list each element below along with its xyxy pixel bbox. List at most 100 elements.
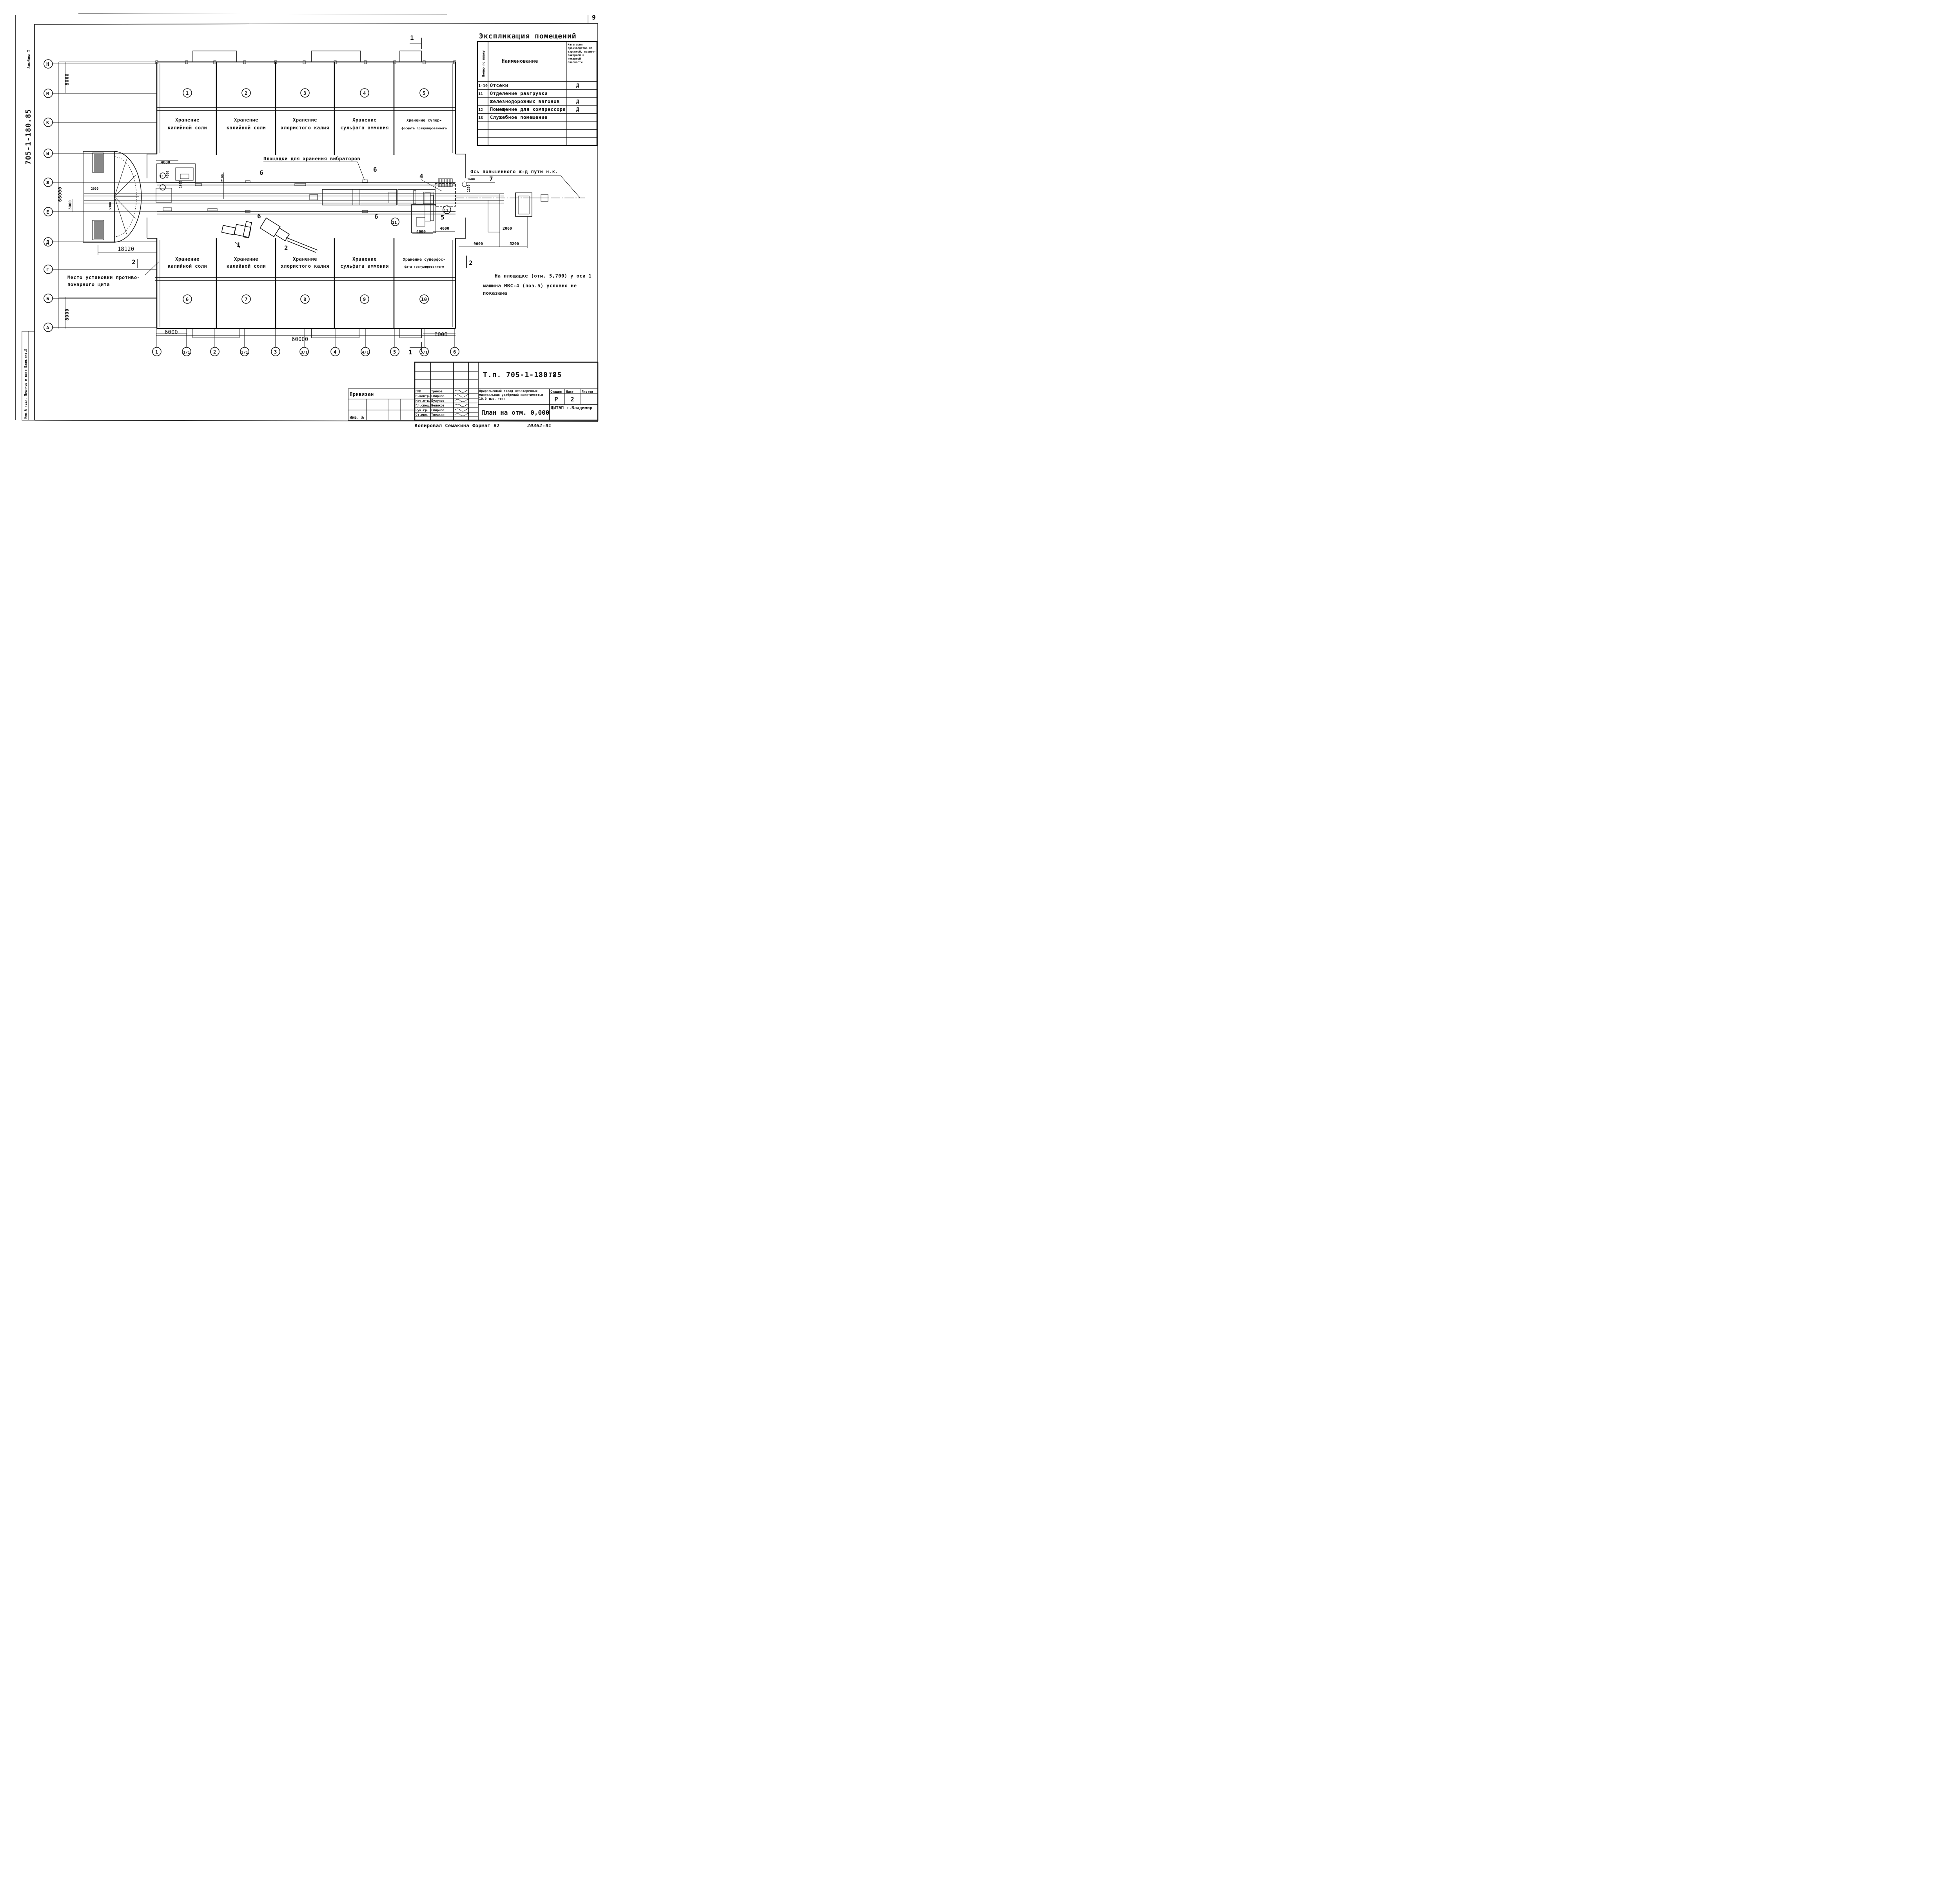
axis-bubble-row <box>44 149 53 158</box>
axis-row-label: Б <box>46 296 49 301</box>
tb-name: Трынов <box>431 390 443 393</box>
tb-signature <box>454 413 469 416</box>
explication-row-name: Помещение для компрессора <box>490 107 566 112</box>
tb-name: Трецкая <box>431 413 445 417</box>
dim-3000: 3000 <box>68 200 73 210</box>
note-line-2: машина МВС-4 (поз.5) условно не <box>483 283 577 289</box>
dim-8000-top: 8000 <box>64 73 70 85</box>
dim-60000: 60000 <box>292 336 308 343</box>
room-number: 8 <box>303 297 307 302</box>
room-number-circle <box>419 88 429 98</box>
axis-row-label: Е <box>46 209 49 215</box>
dim-18120: 18120 <box>118 246 134 252</box>
room-number: 10 <box>421 297 427 302</box>
drawing-sheet: 9 Альбом I 705-1-180.85 Инв.№ подл. Подп… <box>15 13 599 428</box>
tb-inv: Инв. № <box>350 416 364 420</box>
axis-bubble-col <box>299 347 309 356</box>
axis-col-label: 4 <box>334 349 337 355</box>
dim-5300: 5300 <box>109 202 112 210</box>
room-number-circle <box>183 88 192 98</box>
axis-row-label: К <box>46 120 49 125</box>
section-mark-1-bottom: 1 <box>408 348 412 356</box>
tb-code: 20362-01 <box>527 423 552 428</box>
room-number-circle <box>241 294 251 304</box>
room-number-circle <box>241 88 251 98</box>
axis-row-label: Ж <box>46 180 49 185</box>
tb-name: Бузунов <box>431 399 445 403</box>
pos-6-label-a: 6 <box>260 169 263 176</box>
tb-name: Смирнов <box>431 394 445 398</box>
room-label-line-1: Хранение <box>293 256 317 262</box>
pos-6-label-c: 6 <box>374 213 378 220</box>
room-label-line-2: калийной соли <box>168 263 207 269</box>
room-12-label: 12 <box>444 209 448 213</box>
building-plan <box>83 38 585 352</box>
room-label-line-1: Хранение суперфос- <box>403 257 445 262</box>
room-number: 9 <box>363 297 366 302</box>
tb-role: Ст.инж. <box>416 413 429 417</box>
room-number: 1 <box>186 91 189 96</box>
pos-4-label: 4 <box>419 172 423 180</box>
explication-row-name: Служебное помещение <box>490 115 548 120</box>
axis-bubble-col <box>330 347 340 356</box>
sheet-number: 9 <box>592 14 596 21</box>
axis-bubble-row <box>44 323 53 332</box>
room-label-line-1: Хранение <box>234 117 258 123</box>
room-label-line-2: сульфата аммония <box>340 125 389 131</box>
explication-row-no: 1-10 <box>478 84 488 88</box>
axis-bubble-col <box>271 347 280 356</box>
axis-row-label: М <box>46 91 49 96</box>
vibrator-platforms-label: Площадки для хранения вибраторов <box>263 156 360 161</box>
axis-row-label: Н <box>46 62 49 67</box>
room-label-line-2: хлористого калия <box>281 263 329 269</box>
axis-col-label: 6 <box>453 349 456 355</box>
tb-role: Гл.спец. <box>416 404 431 407</box>
dim-9000: 9000 <box>474 242 483 246</box>
room-number: 4 <box>363 91 366 96</box>
explication-row-cat: Д <box>576 99 579 104</box>
axis-bubble-col <box>390 347 399 356</box>
room-label-line-2: калийной соли <box>227 263 266 269</box>
tb-name: Смирнов <box>431 408 445 412</box>
axis-bubble-row <box>44 294 53 303</box>
room-label-line-1: Хранение супер- <box>407 118 442 123</box>
axis-col-label: 5/1 <box>421 350 428 355</box>
axis-col-label: 2 <box>213 349 216 355</box>
explication-row-name: Отделение разгрузки <box>490 91 548 96</box>
room-number: 2 <box>245 91 248 96</box>
tb-format: Формат А2 <box>472 423 500 428</box>
vehicle-1 <box>221 221 252 238</box>
tb-role: ГИП <box>416 390 421 393</box>
doc-code-side: 705-1-180.85 <box>24 109 33 165</box>
dim-4000-c: 4000 <box>440 227 449 231</box>
dim-5200: 5200 <box>510 242 519 246</box>
pos-1-label: 1 <box>237 241 241 249</box>
room-label-line-2: хлористого калия <box>281 125 329 131</box>
dim-8000-bottom: 8000 <box>64 308 70 321</box>
axis-row-label: И <box>46 151 49 156</box>
tb-role: Нач.отд. <box>416 399 431 403</box>
room-label-line-2: фосфата гранулированного <box>401 127 447 130</box>
room-number: 3 <box>303 91 307 96</box>
room-number-circle <box>419 294 429 304</box>
explication-col-no: Номер по плану <box>482 50 485 77</box>
tb-signature <box>454 403 469 407</box>
explication-row-no: 11 <box>478 92 483 96</box>
room-number: 6 <box>186 297 189 302</box>
tb-stage-header: Стадия <box>550 390 562 394</box>
pos-6-label-b: 6 <box>373 166 377 173</box>
axis-bubble-col <box>361 347 370 356</box>
vehicle-2 <box>260 218 318 253</box>
axis-bubble-col <box>450 347 459 356</box>
section-mark-2-left: 2 <box>132 258 136 266</box>
explication-title: Экспликация помещений <box>479 32 577 40</box>
explication-row-name: Отсеки <box>490 83 508 88</box>
tb-project: Прирельсовый склад незатаренных минераль… <box>479 389 543 401</box>
axis-bubble-row <box>44 89 53 98</box>
tb-sheet-title: План на отм. 0,000 <box>481 409 549 416</box>
fire-shield-label-2: пожарного щита <box>67 282 110 287</box>
tb-sheet: 2 <box>570 396 574 403</box>
